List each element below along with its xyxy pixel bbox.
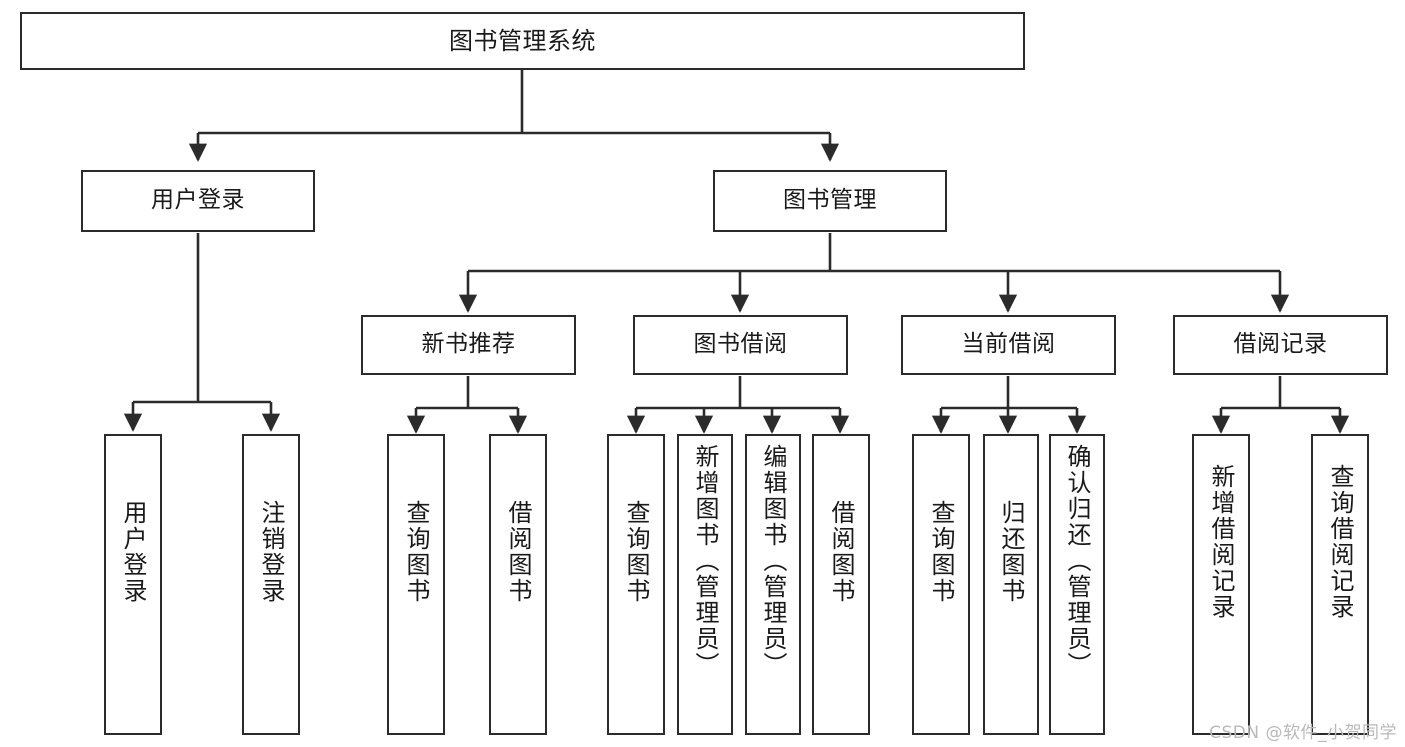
node-user-login[interactable]: 用户登录 xyxy=(81,170,315,232)
node-label: 用户登录 xyxy=(119,500,147,604)
node-label: 查询图书 xyxy=(402,500,430,604)
node-label: 新书推荐 xyxy=(421,331,516,358)
leaf-record-add-record[interactable]: 新增借阅记录 xyxy=(1192,434,1250,735)
csdn-watermark: CSDN @软件_小贺同学 xyxy=(1209,723,1397,743)
node-label: 用户登录 xyxy=(151,187,245,214)
leaf-borrow-add-book-admin[interactable]: 新增图书（管理员） xyxy=(677,434,733,735)
node-label: 新增借阅记录 xyxy=(1207,464,1235,620)
node-root-book-management-system[interactable]: 图书管理系统 xyxy=(20,12,1025,70)
leaf-borrow-borrow-book[interactable]: 借阅图书 xyxy=(812,434,870,735)
node-label: 图书借阅 xyxy=(693,331,788,358)
leaf-new-book-borrow-book[interactable]: 借阅图书 xyxy=(489,434,547,735)
node-label: 确认归还（管理员） xyxy=(1063,444,1091,678)
leaf-borrow-edit-book-admin[interactable]: 编辑图书（管理员） xyxy=(745,434,801,735)
node-label: 查询借阅记录 xyxy=(1326,464,1354,620)
leaf-user-login-logout[interactable]: 注销登录 xyxy=(242,434,300,735)
leaf-user-login-login[interactable]: 用户登录 xyxy=(104,434,162,735)
node-label: 查询图书 xyxy=(927,500,955,604)
node-label: 借阅记录 xyxy=(1233,331,1328,358)
node-label: 图书管理 xyxy=(783,187,877,214)
leaf-borrow-query-book[interactable]: 查询图书 xyxy=(607,434,665,735)
node-label: 注销登录 xyxy=(257,500,285,604)
node-label: 借阅图书 xyxy=(504,500,532,604)
leaf-current-confirm-return-admin[interactable]: 确认归还（管理员） xyxy=(1049,434,1105,735)
node-book-management[interactable]: 图书管理 xyxy=(713,170,947,232)
node-book-borrow[interactable]: 图书借阅 xyxy=(633,315,848,375)
node-label: 归还图书 xyxy=(997,500,1025,604)
node-new-book-recommend[interactable]: 新书推荐 xyxy=(361,315,576,375)
node-label: 查询图书 xyxy=(622,500,650,604)
leaf-record-query-record[interactable]: 查询借阅记录 xyxy=(1311,434,1369,735)
leaf-new-book-query-book[interactable]: 查询图书 xyxy=(387,434,445,735)
node-label: 借阅图书 xyxy=(827,500,855,604)
node-current-borrow[interactable]: 当前借阅 xyxy=(901,315,1116,375)
leaf-current-query-book[interactable]: 查询图书 xyxy=(912,434,970,735)
node-label: 当前借阅 xyxy=(961,331,1056,358)
node-label: 图书管理系统 xyxy=(449,26,596,55)
node-borrow-record[interactable]: 借阅记录 xyxy=(1173,315,1388,375)
node-label: 编辑图书（管理员） xyxy=(759,444,787,678)
node-label: 新增图书（管理员） xyxy=(691,444,719,678)
leaf-current-return-book[interactable]: 归还图书 xyxy=(983,434,1039,735)
